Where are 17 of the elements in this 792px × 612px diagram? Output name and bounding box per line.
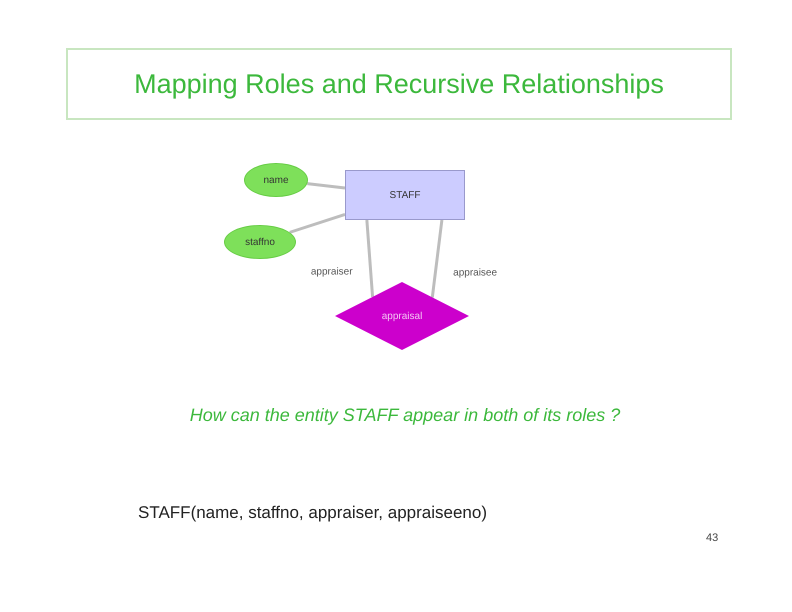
node-label: staffno	[245, 236, 275, 250]
title: Mapping Roles and Recursive Relationships	[134, 68, 664, 101]
connector-line	[307, 182, 346, 190]
attribute-ellipse	[224, 225, 296, 259]
page-number: 43	[706, 531, 718, 546]
connector-line	[289, 213, 346, 234]
connector-line	[430, 220, 444, 298]
entity-box	[345, 170, 465, 220]
node-label: name	[263, 174, 288, 188]
relationship-diamond	[335, 282, 469, 350]
relation-schema: STAFF(name, staffno, appraiser, appraiseeno)	[138, 502, 487, 524]
node-label: STAFF	[390, 188, 420, 202]
question-text: How can the entity STAFF appear in both of its roles ?	[188, 404, 622, 427]
edge-label: appraisee	[451, 265, 500, 280]
node-label: appraisal	[382, 310, 422, 324]
edge-label: appraiser	[308, 264, 355, 280]
connector-line	[365, 220, 374, 298]
